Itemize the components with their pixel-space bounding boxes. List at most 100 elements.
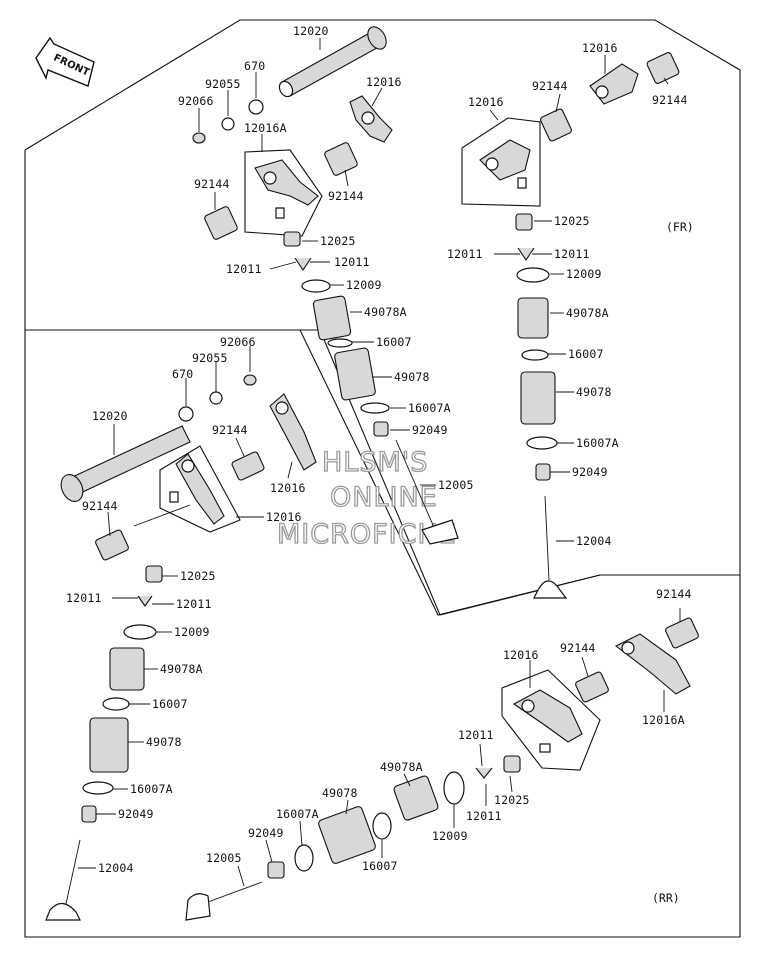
rr2-spring-outer	[318, 806, 376, 864]
label-fr2-rocker-group: 12016	[468, 95, 504, 109]
rr2-seal	[267, 861, 285, 879]
rr2-seat-b	[294, 844, 314, 872]
label-rr2-spring-outer: 49078	[322, 786, 358, 800]
label-fr-ex-valve: 12005	[438, 478, 474, 492]
rr2-rocker-group-box	[501, 669, 601, 771]
region-front-label: (FR)	[666, 220, 694, 234]
fr-tappet-12025	[283, 231, 301, 247]
label-rr-tappet: 12025	[180, 569, 216, 583]
label-fr-key-l: 12011	[226, 262, 262, 276]
fr2-collet	[517, 247, 535, 261]
label-fr-rocker-main: 12016	[366, 75, 402, 89]
fr2-seat	[521, 349, 549, 361]
rr-spring-outer	[89, 717, 129, 773]
label-rr2-ex-valve: 12005	[206, 851, 242, 865]
fr-camshaft	[278, 26, 387, 98]
rr2-seat	[372, 812, 392, 840]
label-rr2-rocker: 12016A	[642, 713, 685, 727]
rr-rocker-group-box	[159, 445, 241, 533]
label-fr2-retainer: 12009	[566, 267, 602, 281]
label-fr2-tappet: 12025	[554, 214, 590, 228]
label-rr-rocker: 12016	[270, 481, 306, 495]
rr-oring-670	[178, 406, 194, 422]
label-fr-spring-inner: 49078A	[364, 305, 407, 319]
label-rr-seat-b: 16007A	[130, 782, 173, 796]
rr-rocker-arm-right	[269, 393, 317, 471]
rr-rocker-arm	[169, 453, 225, 525]
label-fr2-spring-outer: 49078	[576, 385, 612, 399]
label-rr2-key-a: 12011	[458, 728, 494, 742]
fr-spring-92144-left	[204, 206, 238, 240]
label-fr2-spring-a: 92144	[532, 79, 568, 93]
fr2-rocker-group-box	[461, 117, 541, 207]
label-fr2-rocker: 12016	[582, 41, 618, 55]
label-fr-seat-a: 16007	[376, 335, 412, 349]
label-fr-spring-l: 92144	[194, 177, 230, 191]
fr2-seal	[535, 463, 551, 481]
label-rr2-rocker-group: 12016	[503, 648, 539, 662]
rr2-spring-inner	[393, 775, 439, 821]
fr-spring-outer	[334, 347, 376, 401]
fr-rocker-arm	[254, 159, 319, 219]
label-fr-rocker-group: 12016A	[244, 121, 287, 135]
rr-spring-inner	[109, 647, 145, 691]
rr2-spring-a	[575, 671, 609, 703]
fr2-rocker-arm-top	[589, 63, 639, 105]
label-fr-oring-a: 670	[244, 59, 265, 73]
label-fr-key-r: 12011	[334, 255, 370, 269]
label-rr-spring-b: 92144	[82, 499, 118, 513]
label-rr-seal: 92049	[118, 807, 154, 821]
fr2-spring-a	[540, 108, 572, 142]
label-fr2-in-valve: 12004	[576, 534, 612, 548]
label-fr2-key-l: 12011	[447, 247, 483, 261]
label-rr-camshaft: 12020	[92, 409, 128, 423]
fr-collet	[294, 257, 312, 271]
rr2-rocker-arm	[512, 689, 583, 753]
fr2-intake-valve	[533, 495, 568, 599]
rr-oring-92055	[209, 391, 223, 405]
label-rr2-tappet: 12025	[494, 793, 530, 807]
label-rr-rocker-group: 12016	[266, 510, 302, 524]
rr-seat-b	[82, 781, 114, 795]
rr-spring-b	[95, 529, 129, 561]
label-rr-retainer: 12009	[174, 625, 210, 639]
fr2-spring-outer	[520, 371, 556, 425]
rr2-rocker-arm-right	[614, 633, 691, 695]
fr2-rocker-arm	[479, 139, 531, 189]
label-rr2-spring-a: 92144	[560, 641, 596, 655]
rr-seat	[102, 697, 130, 711]
label-rr-oring-b: 92055	[192, 351, 228, 365]
part-labels: 12020 670 92055 92066 12016 12016A 92144…	[66, 24, 694, 905]
watermark-line-2: ONLINE	[330, 482, 438, 513]
label-fr-seat-b: 16007A	[408, 401, 451, 415]
label-fr-plug: 92066	[178, 94, 214, 108]
label-rr2-spring-inner: 49078A	[380, 760, 423, 774]
label-fr2-seat-b: 16007A	[576, 436, 619, 450]
rear-bank-frame	[24, 329, 741, 938]
rr-collet	[137, 595, 153, 607]
label-rr-spring-outer: 49078	[146, 735, 182, 749]
label-fr-camshaft: 12020	[293, 24, 329, 38]
label-rr-plug: 92066	[220, 335, 256, 349]
rr-retainer	[123, 624, 157, 640]
label-rr-spring-inner: 49078A	[160, 662, 203, 676]
label-rr2-seat-b: 16007A	[276, 807, 319, 821]
rr-camshaft	[60, 425, 191, 502]
fr-plug-92066	[192, 132, 206, 144]
fr2-spring-b	[646, 52, 680, 84]
region-rear-label: (RR)	[652, 891, 680, 905]
fr-oring-670	[248, 99, 264, 115]
rr2-retainer	[443, 771, 465, 805]
fr2-tappet	[515, 213, 533, 231]
label-fr-oring-b: 92055	[205, 77, 241, 91]
label-fr2-spring-b: 92144	[652, 93, 688, 107]
fr-rocker-arm-right	[349, 95, 393, 143]
fr-retainer-12009	[301, 279, 331, 293]
rr2-collet	[475, 767, 493, 779]
rr-spring-a	[231, 451, 265, 481]
rr2-exhaust-valve	[185, 881, 263, 921]
label-fr2-key-r: 12011	[554, 247, 590, 261]
rr2-spring-b	[665, 617, 699, 649]
label-rr-seat: 16007	[152, 697, 188, 711]
